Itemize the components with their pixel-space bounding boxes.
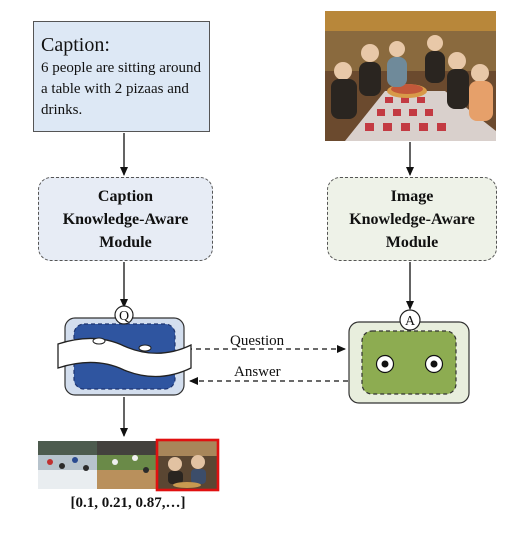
candidate-image-2 bbox=[97, 441, 156, 489]
candidate-image-1 bbox=[38, 441, 97, 489]
answer-label: Answer bbox=[234, 364, 281, 380]
answerer-badge-label: A bbox=[405, 314, 416, 329]
questioner-badge-label: Q bbox=[119, 309, 129, 324]
selected-candidate-highlight bbox=[155, 438, 220, 492]
question-label: Question bbox=[230, 333, 285, 349]
caption-module-line-1: Caption bbox=[97, 187, 154, 205]
questioner-badge bbox=[114, 305, 134, 325]
answerer-agent bbox=[348, 321, 470, 404]
image-module-line-1: Image bbox=[390, 187, 434, 205]
image-module-line-3: Module bbox=[385, 233, 439, 251]
caption-module-line-3: Module bbox=[99, 233, 152, 251]
input-photo bbox=[325, 11, 496, 141]
caption-module-line-2: Knowledge-Aware bbox=[62, 210, 189, 228]
image-knowledge-aware-module: Image Knowledge-Aware Module bbox=[327, 177, 497, 261]
candidate-image-3 bbox=[157, 440, 218, 490]
caption-knowledge-aware-module: Caption Knowledge-Aware Module bbox=[38, 177, 213, 261]
questioner-agent bbox=[57, 317, 192, 396]
caption-text: 6 people are sitting around a table with… bbox=[41, 60, 201, 118]
candidate-scores: [0.1, 0.21, 0.87,…] bbox=[70, 495, 186, 511]
caption-box: Caption: 6 people are sitting around a t… bbox=[33, 21, 210, 132]
caption-heading: Caption: bbox=[41, 34, 110, 56]
image-module-line-2: Knowledge-Aware bbox=[349, 210, 475, 228]
answerer-badge bbox=[399, 309, 421, 331]
